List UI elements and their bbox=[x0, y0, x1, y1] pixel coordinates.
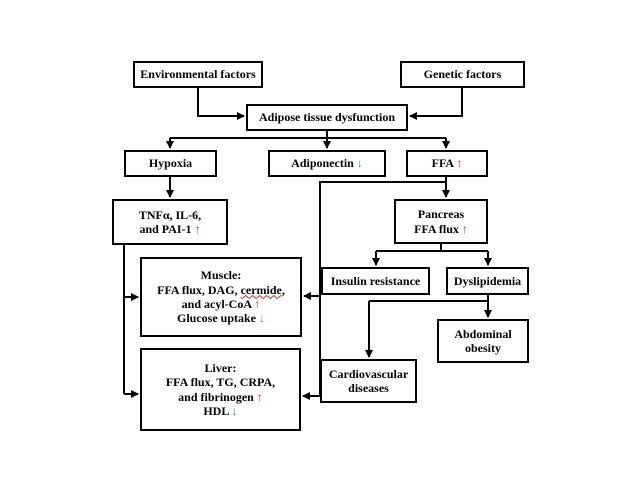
environmental-factors-label: Environmental factors bbox=[140, 67, 256, 82]
genetic-factors-box: Genetic factors bbox=[400, 61, 525, 88]
liver-line-2: and fibrinogen ↑ bbox=[178, 390, 263, 404]
pancreas-line-2: FFA flux ↑ bbox=[414, 222, 468, 236]
adiponectin-line: Adiponectin ↓ bbox=[291, 156, 363, 170]
insulin-resistance-label: Insulin resistance bbox=[330, 273, 421, 288]
pancreas-title: Pancreas bbox=[417, 207, 465, 222]
increase-arrow-icon: ↑ bbox=[461, 221, 468, 236]
liver-line-1: FFA flux, TG, CRPA, bbox=[165, 375, 276, 390]
pancreas-ffa-flux: FFA flux bbox=[414, 221, 459, 236]
hypoxia-label: Hypoxia bbox=[148, 156, 193, 171]
liver-line-3-text: HDL bbox=[203, 403, 229, 418]
liver-line-2-text: and fibrinogen bbox=[178, 389, 254, 404]
increase-arrow-icon: ↑ bbox=[256, 389, 263, 404]
decrease-arrow-icon: ↓ bbox=[231, 403, 238, 418]
pancreas-box: Pancreas FFA flux ↑ bbox=[394, 199, 488, 244]
genetic-factors-label: Genetic factors bbox=[423, 67, 502, 82]
cytokines-line-1: TNFα, IL-6, bbox=[138, 207, 202, 222]
increase-arrow-icon: ↑ bbox=[194, 222, 201, 236]
cardiovascular-line-2: diseases bbox=[348, 381, 389, 395]
muscle-box: Muscle: FFA flux, DAG, cermide, and acyl… bbox=[140, 257, 302, 337]
liver-box: Liver: FFA flux, TG, CRPA, and fibrinoge… bbox=[140, 348, 301, 431]
cardiovascular-diseases-box: Cardiovascular diseases bbox=[320, 359, 417, 403]
ffa-line: FFA ↑ bbox=[432, 156, 463, 170]
muscle-line-1-pre: FFA flux, DAG, bbox=[157, 282, 241, 297]
abdominal-obesity-line-1: Abdominal bbox=[454, 326, 512, 341]
decrease-arrow-icon: ↓ bbox=[356, 156, 363, 171]
adiponectin-box: Adiponectin ↓ bbox=[268, 150, 386, 177]
cytokines-line-2: and PAI-1 ↑ bbox=[139, 222, 200, 236]
adipose-dysfunction-box: Adipose tissue dysfunction bbox=[246, 104, 408, 131]
hypoxia-box: Hypoxia bbox=[124, 150, 217, 177]
decrease-arrow-icon: ↓ bbox=[259, 311, 265, 326]
arrow-environmental-to-adipose bbox=[197, 88, 245, 120]
ffa-label: FFA bbox=[431, 156, 454, 171]
adiponectin-label: Adiponectin bbox=[291, 156, 354, 171]
liver-line-3: HDL ↓ bbox=[203, 404, 237, 418]
dyslipidemia-box: Dyslipidemia bbox=[446, 267, 529, 295]
adipose-dysfunction-label: Adipose tissue dysfunction bbox=[258, 110, 396, 125]
connector-ffa-side bbox=[319, 181, 446, 396]
increase-arrow-icon: ↑ bbox=[254, 297, 261, 311]
increase-arrow-icon: ↑ bbox=[456, 156, 463, 171]
arrow-genetic-to-adipose bbox=[409, 88, 463, 120]
cytokines-box: TNFα, IL-6, and PAI-1 ↑ bbox=[112, 199, 228, 245]
abdominal-obesity-line-2: obesity bbox=[465, 341, 501, 355]
abdominal-obesity-box: Abdominal obesity bbox=[437, 319, 529, 363]
ffa-box: FFA ↑ bbox=[406, 150, 488, 177]
dyslipidemia-label: Dyslipidemia bbox=[453, 273, 522, 288]
muscle-line-1: FFA flux, DAG, cermide, bbox=[157, 283, 285, 297]
liver-title: Liver: bbox=[204, 360, 237, 375]
muscle-line-1-post: , bbox=[281, 282, 285, 297]
muscle-line-2-text: and acyl-CoA bbox=[181, 297, 252, 311]
muscle-line-2: and acyl-CoA ↑ bbox=[182, 297, 261, 311]
muscle-line-3: Glucose uptake ↓ bbox=[177, 311, 265, 325]
cytokines-line-2-text: and PAI-1 bbox=[139, 222, 192, 236]
cardiovascular-line-1: Cardiovascular bbox=[328, 366, 409, 381]
insulin-resistance-box: Insulin resistance bbox=[321, 267, 430, 295]
muscle-cermide-word: cermide bbox=[240, 282, 282, 297]
muscle-line-3-text: Glucose uptake bbox=[176, 311, 256, 326]
environmental-factors-box: Environmental factors bbox=[133, 61, 263, 88]
muscle-title: Muscle: bbox=[200, 268, 242, 283]
